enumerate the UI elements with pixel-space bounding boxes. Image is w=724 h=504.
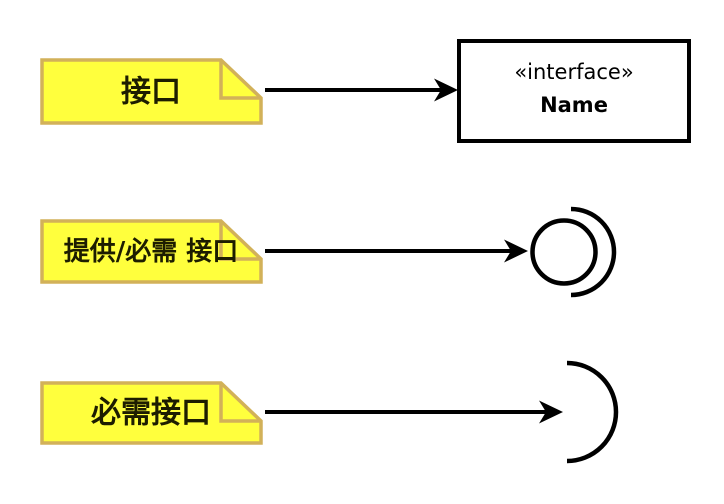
- row-provided-required-interface: 提供/必需 接口: [40, 206, 617, 298]
- required-interface-socket-icon: [570, 206, 617, 298]
- note-body: [40, 219, 263, 284]
- note-required: 必需接口: [40, 381, 263, 445]
- arrow-head-icon: [434, 78, 458, 102]
- interface-box-rect: [457, 39, 691, 143]
- note-label: 接口: [121, 75, 181, 110]
- interface-name-label: Name: [540, 93, 608, 117]
- interface-classifier-box: «interface» Name: [457, 39, 691, 143]
- note-body: [40, 58, 263, 125]
- required-interface-socket-icon: [566, 360, 619, 464]
- arrow: [265, 400, 563, 424]
- arrow-head-icon: [504, 239, 528, 263]
- note-interface: 接口: [40, 58, 263, 125]
- interface-stereotype-label: «interface»: [514, 60, 633, 84]
- arrow: [265, 239, 528, 263]
- ball-and-socket-icon: [530, 206, 617, 298]
- note-provided-required: 提供/必需 接口: [40, 219, 263, 284]
- row-interface: 接口 «interface» Name: [40, 39, 691, 143]
- note-label: 提供/必需 接口: [64, 237, 239, 267]
- arrow-head-icon: [539, 400, 563, 424]
- socket-icon: [566, 360, 619, 464]
- note-fold-icon: [219, 383, 261, 423]
- note-fold-icon: [219, 221, 261, 261]
- provided-interface-ball-icon: [530, 218, 598, 286]
- note-fold-icon: [219, 60, 261, 100]
- note-body: [40, 381, 263, 445]
- row-required-interface: 必需接口: [40, 360, 619, 464]
- note-label: 必需接口: [91, 396, 211, 431]
- arrow: [265, 78, 458, 102]
